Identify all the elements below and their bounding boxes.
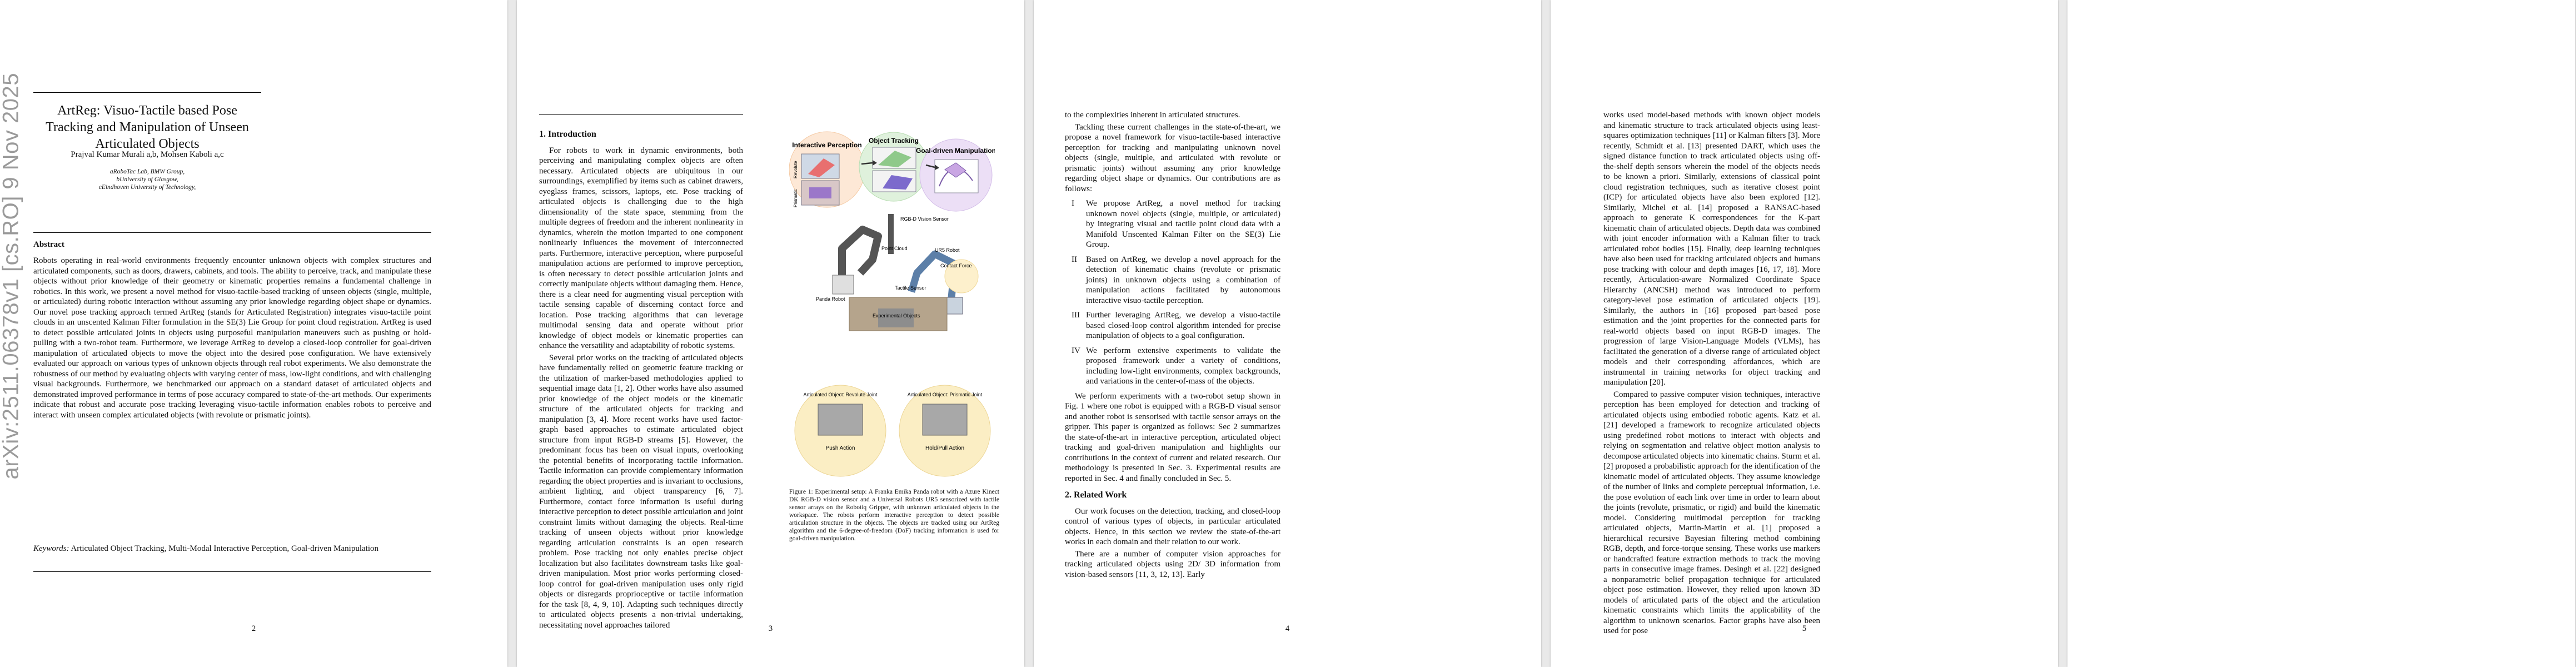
- abstract-body: Robots operating in real-world environme…: [33, 256, 431, 422]
- hold-pull-photo: [922, 404, 968, 436]
- vision-approaches-paragraph: There are a number of computer vision ap…: [1065, 549, 1280, 579]
- affiliation-a: aRoboTac Lab, BMW Group,: [109, 168, 185, 175]
- paper-title: ArtReg: Visuo-Tactile based Pose Trackin…: [46, 103, 249, 151]
- header-rule: [539, 114, 743, 115]
- ur5-robot-label: UR5 Robot: [935, 247, 960, 253]
- tracking-pointcloud-b: [883, 175, 913, 190]
- related-paragraph-1: works used model-based methods with know…: [1603, 111, 1820, 387]
- figure-1-setup: Interactive Perception Object Tracking G…: [789, 131, 995, 477]
- goal-driven-label: Goal-driven Manipulation: [916, 147, 995, 155]
- arrow-perception-to-tracking: [861, 162, 873, 165]
- figure-1-caption: Figure 1: Experimental setup: A Franka E…: [789, 489, 999, 542]
- arrowhead-2: [935, 165, 939, 170]
- keywords-text: Articulated Object Tracking, Multi-Modal…: [71, 544, 378, 553]
- page-number: 3: [768, 624, 773, 633]
- arrowhead-1: [873, 160, 877, 166]
- page-number: 5: [1802, 624, 1807, 633]
- arxiv-identifier: arXiv:2511.06378v1 [cs.RO] 9 Nov 2025: [0, 72, 23, 480]
- keywords-label: Keywords:: [33, 544, 69, 553]
- panda-robot-arm: [838, 226, 882, 276]
- abstract-rule-bottom: [33, 571, 431, 572]
- push-action-photo: [818, 404, 863, 436]
- author-list: Prajval Kumar Murali a,b, Mohsen Kaboli …: [71, 150, 224, 159]
- page4-column: works used model-based methods with know…: [1603, 110, 1820, 638]
- perception-object-revolute: [808, 158, 835, 177]
- hold-pull-label: Hold/Pull Action: [925, 445, 964, 451]
- keywords: Keywords: Articulated Object Tracking, M…: [33, 544, 431, 554]
- related-work-paragraph: Our work focuses on the detection, track…: [1065, 506, 1280, 547]
- title-rule-top: [33, 92, 261, 93]
- panda-robot-base: [832, 275, 854, 295]
- paper-page-1: arXiv:2511.06378v1 [cs.RO] 9 Nov 2025 Ar…: [0, 0, 507, 667]
- point-cloud-label: Point Cloud: [881, 246, 908, 251]
- intro-continuation: to the complexities inherent in articula…: [1065, 111, 1240, 120]
- sensor-mount: [888, 214, 894, 254]
- contact-force-circle: [944, 259, 979, 293]
- left-column: 1. Introduction For robots to work in dy…: [539, 130, 743, 632]
- challenges-paragraph: Tackling these current challenges in the…: [1065, 122, 1280, 193]
- abstract-rule-top: [33, 232, 431, 233]
- rgbd-sensor-label: RGB-D Vision Sensor: [900, 216, 949, 222]
- push-action-label: Push Action: [826, 445, 855, 451]
- related-paragraph-2: Compared to passive computer vision tech…: [1603, 390, 1820, 636]
- paper-page-5: [2067, 0, 2575, 667]
- affiliation-c: cEindhoven University of Technology,: [98, 184, 196, 191]
- experimental-objects-label: Experimental Objects: [873, 313, 920, 318]
- perception-object-prismatic: [809, 187, 831, 198]
- interactive-perception-label: Interactive Perception: [792, 141, 861, 149]
- abstract-text: Robots operating in real-world environme…: [33, 256, 431, 420]
- paper-page-4: works used model-based methods with know…: [1551, 0, 2058, 667]
- object-tracking-label: Object Tracking: [869, 137, 919, 145]
- page-number: 4: [1285, 624, 1290, 633]
- contact-force-label: Contact Force: [940, 263, 972, 268]
- affiliations: aRoboTac Lab, BMW Group, bUniversity of …: [33, 168, 261, 191]
- revolute-axis-label: Revolute: [793, 161, 798, 178]
- tracking-pointcloud-a: [878, 151, 911, 167]
- tactile-sensor-label: Tactile Sensor: [895, 285, 926, 291]
- affiliation-b: bUniversity of Glasgow,: [116, 176, 178, 183]
- section-heading-introduction: 1. Introduction: [539, 130, 596, 139]
- intro-paragraph-1: For robots to work in dynamic environmen…: [539, 146, 743, 351]
- prismatic-joint-label: Articulated Object: Prismatic Joint: [908, 392, 983, 397]
- prismatic-axis-label: Prismatic: [793, 189, 798, 207]
- revolute-joint-label: Articulated Object: Revolute Joint: [803, 392, 878, 397]
- intro-paragraph-2: Several prior works on the tracking of a…: [539, 353, 743, 630]
- section-heading-related-work: 2. Related Work: [1065, 490, 1127, 500]
- panda-robot-label: Panda Robot: [816, 296, 845, 302]
- experiments-paragraph: We perform experiments with a two-robot …: [1065, 391, 1280, 483]
- goal-object: [944, 162, 966, 178]
- paper-page-3: to the complexities inherent in articula…: [1034, 0, 1541, 667]
- paper-page-2: 1. Introduction For robots to work in dy…: [517, 0, 1024, 667]
- abstract-heading: Abstract: [33, 240, 64, 249]
- page3-column: to the complexities inherent in articula…: [1065, 110, 1280, 581]
- arrow-tracking-to-goal: [925, 164, 935, 168]
- page-number: 2: [251, 624, 256, 633]
- experimental-objects-box: [878, 308, 914, 327]
